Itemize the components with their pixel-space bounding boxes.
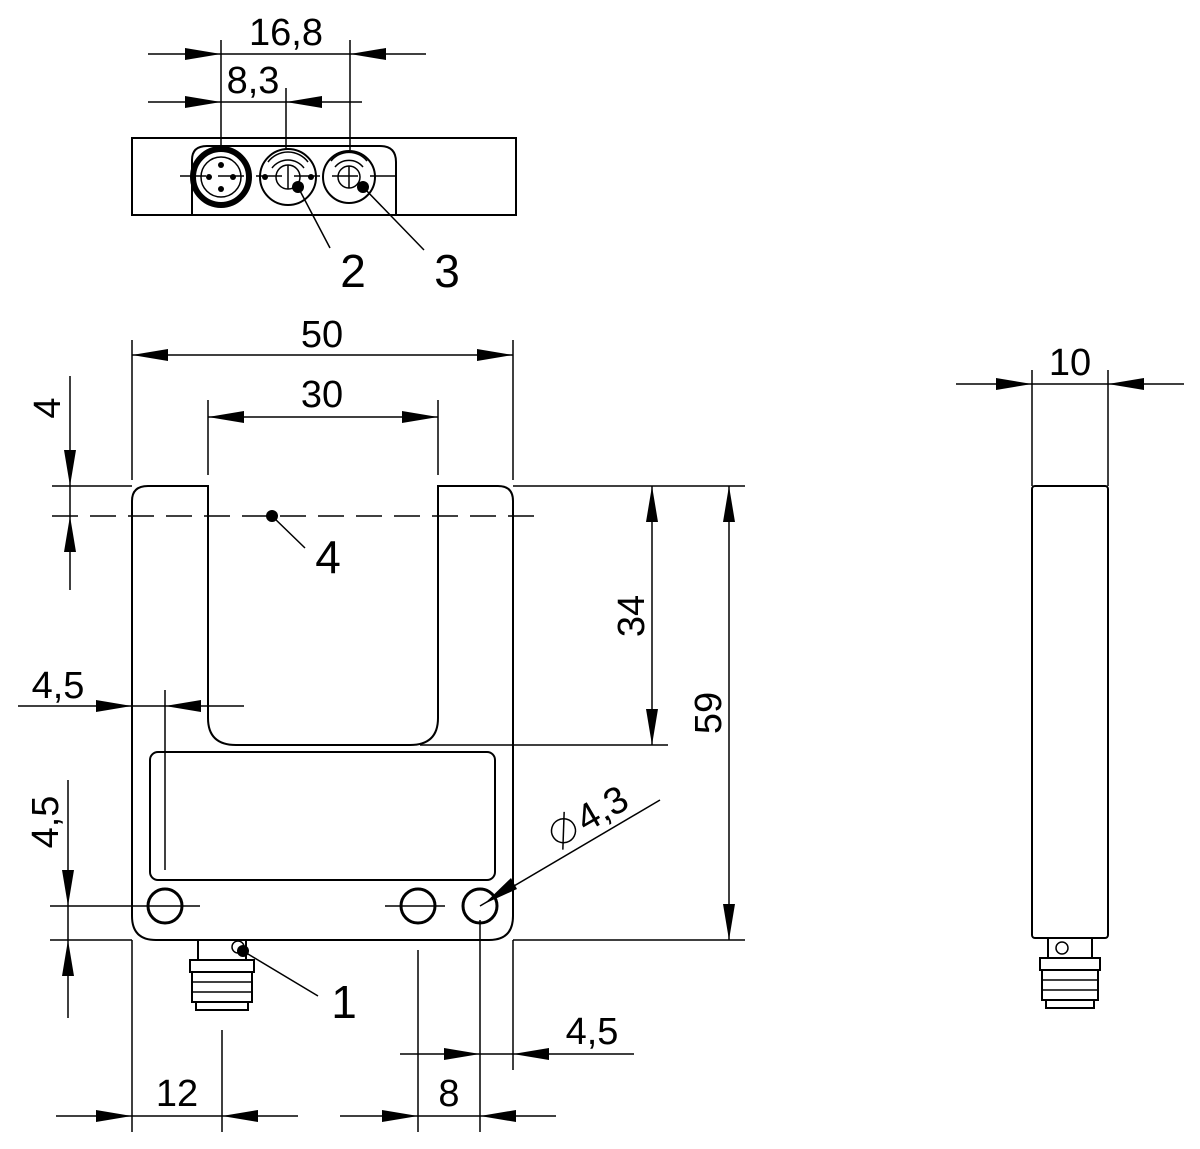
callout-label-3: 3: [434, 245, 460, 297]
connector-socket-icon: [190, 146, 252, 208]
dim-label-16-8: 16,8: [249, 12, 323, 54]
top-view-recess: [191, 145, 397, 215]
callout-label-1: 1: [331, 976, 357, 1028]
dim-label-4-3: 4,3: [569, 778, 636, 841]
dim-label-59: 59: [688, 692, 730, 734]
leader-line-1: [242, 950, 319, 997]
front-view: 50 30 4 4 34 59 4,5: [18, 314, 745, 1132]
side-view-housing: [1031, 485, 1109, 939]
leader-line-2: [297, 186, 331, 249]
diameter-symbol-icon: [550, 817, 577, 844]
dim-label-50: 50: [301, 314, 343, 356]
dim-label-4-5-right: 4,5: [566, 1011, 619, 1053]
callout-label-4: 4: [315, 531, 341, 583]
dim-label-4-5-y: 4,5: [25, 796, 67, 849]
top-view-housing: [131, 137, 517, 216]
leader-line-3: [362, 186, 425, 251]
diameter-label: 4,3: [550, 778, 636, 850]
top-view: 16,8 8,3 2 3: [131, 12, 517, 297]
dim-label-4: 4: [27, 397, 69, 418]
front-view-housing: [131, 485, 514, 941]
leader-line-4: [271, 515, 306, 549]
dim-label-4-5-x: 4,5: [32, 665, 85, 707]
led-2-icon: [259, 148, 317, 206]
side-view: 10: [956, 342, 1184, 1009]
dim-label-34: 34: [611, 595, 653, 637]
callout-label-2: 2: [340, 245, 366, 297]
dim-label-12: 12: [156, 1073, 198, 1115]
dim-label-8: 8: [438, 1073, 459, 1115]
dim-label-8-3: 8,3: [227, 60, 280, 102]
led-3-icon: [322, 150, 376, 204]
front-view-label-area: [149, 751, 496, 881]
side-connector-icon: [1039, 937, 1101, 1009]
dim-label-30: 30: [301, 374, 343, 416]
dim-label-10: 10: [1049, 342, 1091, 384]
